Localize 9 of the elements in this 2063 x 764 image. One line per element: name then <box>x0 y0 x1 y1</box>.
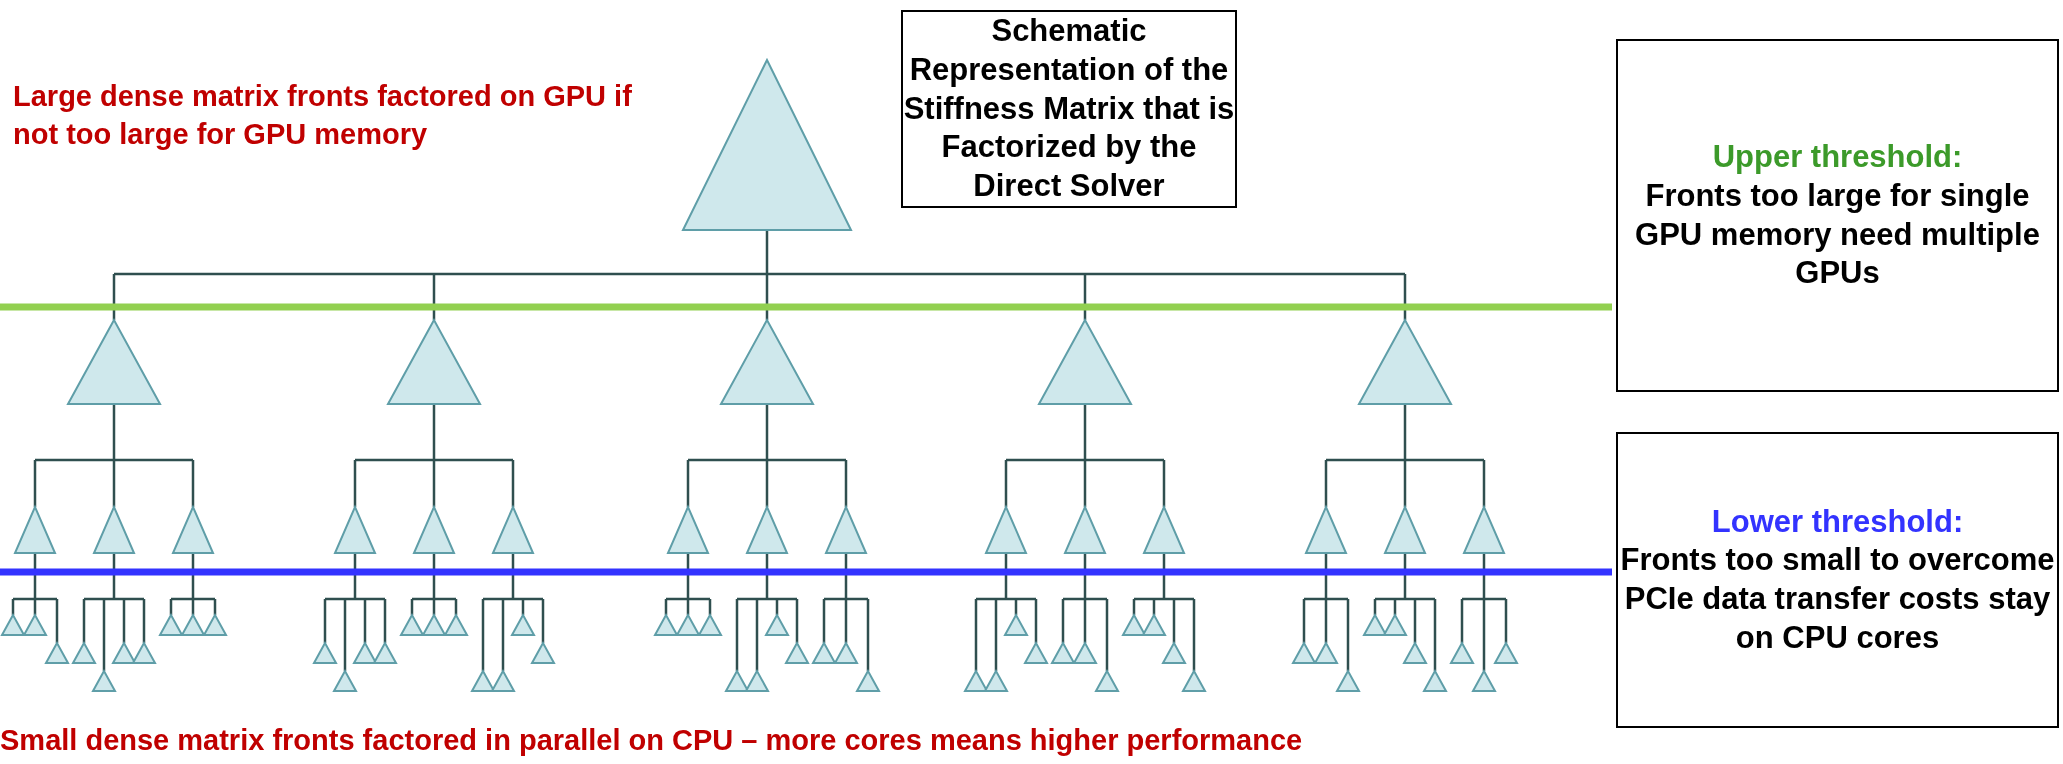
text-box <box>1616 39 2059 392</box>
text-box <box>1616 432 2059 728</box>
box-heading: Upper threshold: <box>1712 138 1963 176</box>
box-text: Fronts too large for single GPU memory need multiple GPUs <box>1634 176 2041 293</box>
box-text: Schematic Representation of the Stiffness Matrix that is Factorized by the Direct Solver <box>903 12 1235 206</box>
box-heading: Lower threshold: <box>1711 502 1964 541</box>
annotation-text: Large dense matrix fronts factored on GPU if not too large for GPU memory <box>13 79 633 152</box>
annotation-text: Small dense matrix fronts factored in parallel on CPU – more cores means higher performance <box>0 723 1304 758</box>
box-text: Fronts too small to overcome PCIe data transfer costs stay on CPU cores <box>1619 541 2056 657</box>
